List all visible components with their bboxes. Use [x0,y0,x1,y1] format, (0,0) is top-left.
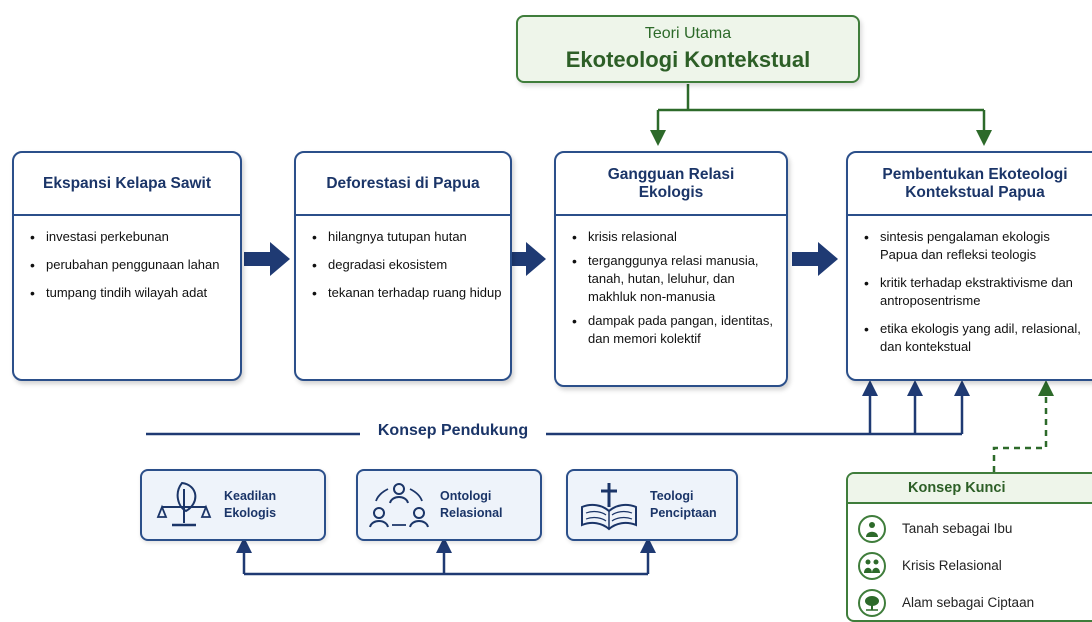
theory-subtitle: Teori Utama [644,25,732,42]
stage-item: sintesis pengalaman ekologis Papua dan r… [864,228,1082,264]
stage-title: Gangguan Relasi Ekologis [556,153,786,216]
supporting-label: Konsep Pendukung [360,422,546,440]
stage-item: degradasi ekosistem [312,256,502,274]
key-concept-item: Tanah sebagai Ibu [858,510,1092,547]
stage-title: Ekspansi Kelapa Sawit [14,153,240,216]
key-dashed-connector [992,392,1048,472]
stage-box-2: Deforestasi di Papua hilangnya tutupan h… [294,151,512,381]
concept-label: Keadilan Ekologis [224,489,277,520]
people-cycle-icon [369,483,429,528]
bible-cross-icon [581,483,637,531]
stage-item: terganggunya relasi manusia, tanah, huta… [572,252,778,306]
tree-icon [858,588,886,617]
theory-title: Ekoteologi Kontekstual [565,47,811,72]
people-pair-icon [858,551,886,580]
stage-item: kritik terhadap ekstraktivisme dan antro… [864,274,1082,310]
concept-label: Ontologi Relasional [440,489,503,520]
key-concepts-box: Konsep Kunci Tanah sebagai Ibu Krisis Re… [846,472,1092,622]
stage-item: tumpang tindih wilayah adat [30,284,232,302]
stage-box-1: Ekspansi Kelapa Sawit investasi perkebun… [12,151,242,381]
stage-item: perubahan penggunaan lahan [30,256,232,274]
flow-arrow-1 [244,242,290,276]
stage-box-4: Pembentukan Ekoteologi Kontekstual Papua… [846,151,1092,381]
key-concept-item: Krisis Relasional [858,547,1092,584]
flow-arrow-2 [500,242,546,276]
key-concept-label: Alam sebagai Ciptaan [902,595,1035,610]
key-concepts-title: Konsep Kunci [848,474,1092,504]
key-concept-item: Alam sebagai Ciptaan [858,584,1092,620]
theory-connector [656,84,986,136]
stage-item: tekanan terhadap ruang hidup [312,284,502,302]
concept-box-ontologi: Ontologi Relasional [356,469,542,541]
stage-item: krisis relasional [572,228,778,246]
bottom-connector [242,548,650,576]
stage-box-3: Gangguan Relasi Ekologis krisis relasion… [554,151,788,387]
stage-title: Pembentukan Ekoteologi Kontekstual Papua [848,153,1092,216]
stage-item: etika ekologis yang adil, relasional, da… [864,320,1082,356]
concept-box-keadilan: Keadilan Ekologis [140,469,326,541]
stage-item: hilangnya tutupan hutan [312,228,502,246]
stage-item: dampak pada pangan, identitas, dan memor… [572,312,778,348]
key-concept-label: Tanah sebagai Ibu [902,521,1013,536]
leaf-scale-icon [156,481,212,527]
stage-title: Deforestasi di Papua [296,153,510,216]
concept-label: Teologi Penciptaan [650,489,717,520]
key-concept-label: Krisis Relasional [902,558,1002,573]
main-theory-box: Teori Utama Ekoteologi Kontekstual [516,15,860,83]
stage-item: investasi perkebunan [30,228,232,246]
flow-arrow-3 [792,242,838,276]
concept-box-teologi: Teologi Penciptaan [566,469,738,541]
mother-icon [858,514,886,543]
